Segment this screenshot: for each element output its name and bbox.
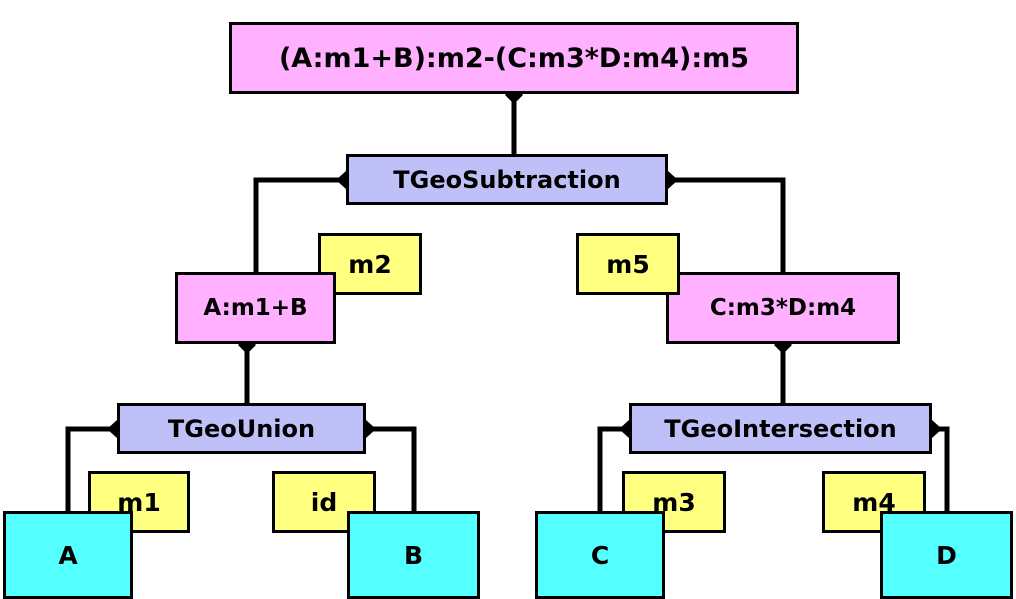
- node-shape-d[interactable]: D: [880, 511, 1013, 599]
- node-root-expression[interactable]: (A:m1+B):m2-(C:m3*D:m4):m5: [229, 22, 799, 94]
- node-left-expression[interactable]: A:m1+B: [175, 272, 336, 344]
- node-matrix-id[interactable]: id: [272, 471, 376, 533]
- composition-diamonds: [107, 86, 942, 438]
- node-tgeounion[interactable]: TGeoUnion: [117, 403, 366, 454]
- node-shape-c[interactable]: C: [535, 511, 665, 599]
- node-matrix-m5[interactable]: m5: [576, 233, 680, 295]
- node-tgeosubtraction[interactable]: TGeoSubtraction: [346, 154, 668, 205]
- node-tgeointersection[interactable]: TGeoIntersection: [629, 403, 932, 454]
- edge-subtraction-to-right-expression: [668, 177, 786, 272]
- edge-intersection-to-shape-d: [932, 426, 950, 511]
- node-right-expression[interactable]: C:m3*D:m4: [666, 272, 900, 344]
- node-shape-b[interactable]: B: [347, 511, 480, 599]
- node-shape-a[interactable]: A: [3, 511, 133, 599]
